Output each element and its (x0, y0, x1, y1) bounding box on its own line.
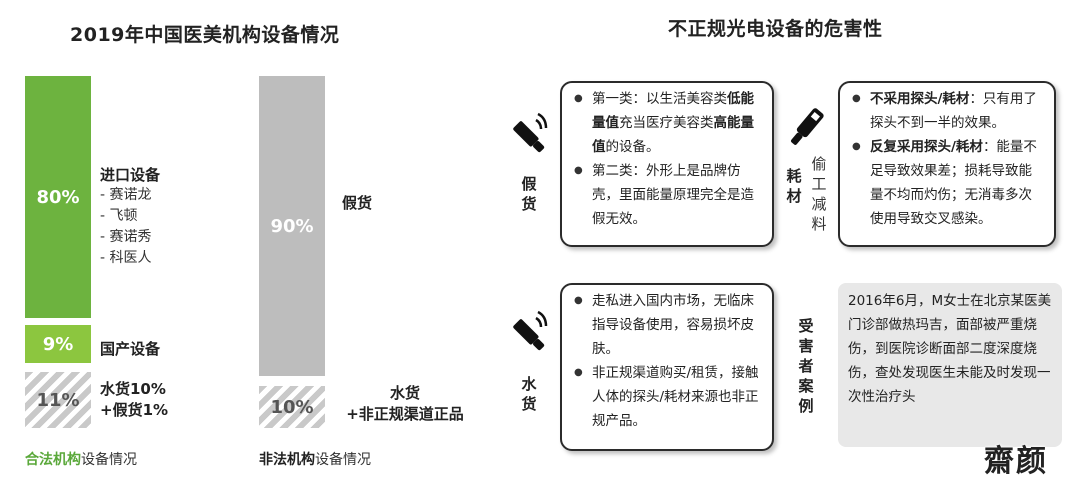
grey-label-1: 水货10% (100, 380, 166, 398)
fake-label: 假货 (342, 194, 373, 212)
other-legend: 水货 +非正规渠道正品 (330, 382, 480, 424)
label-char: 材 (786, 187, 802, 205)
illegal-caption-strong: 非法机构 (259, 452, 315, 468)
bar-grey-pct: 11% (36, 389, 80, 411)
import-label: 进口设备 (100, 166, 161, 184)
bar-domestic-pct: 9% (42, 333, 74, 355)
grey-legend: 水货10% +假货1% (100, 378, 168, 420)
right-title: 不正规光电设备的危害性 (668, 18, 883, 40)
consumables-vertical-label: 耗 材 (785, 166, 803, 206)
legal-caption-rest: 设备情况 (81, 452, 137, 468)
grey-label-2: +假货1% (100, 401, 169, 419)
text-bold: 反复采用探头/耗材 (870, 139, 983, 155)
grey-bullet-2: 非正规渠道购买/租赁，接触人体的探头/耗材来源也非正规产品。 (574, 361, 762, 433)
grey-bullet-1: 走私进入国内市场，无临床指导设备使用，容易损坏皮肤。 (574, 289, 762, 361)
grey-box: 走私进入国内市场，无临床指导设备使用，容易损坏皮肤。 非正规渠道购买/租赁，接触… (560, 283, 774, 451)
other-label-1: 水货 (389, 384, 420, 402)
bar-fake-pct: 90% (270, 215, 314, 237)
label-char: 例 (798, 397, 814, 415)
case-box: 2016年6月，M女士在北京某医美门诊部做热玛吉，面部被严重烧伤，到医院诊断面部… (838, 283, 1062, 447)
label-char: 者 (798, 357, 814, 375)
text: 的设备。 (605, 139, 660, 155)
legal-caption: 合法机构设备情况 (25, 449, 137, 469)
import-brand: - 飞顿 (100, 208, 138, 224)
left-title: 2019年中国医美机构设备情况 (70, 24, 340, 46)
text-bold: 低能量值 (592, 91, 754, 131)
bar-segment-import: 80% (25, 76, 91, 318)
label-char: 料 (811, 215, 827, 233)
label-char: 货 (521, 395, 537, 413)
fake-box: 第一类：以生活美容类低能量值充当医疗美容类高能量值的设备。 第二类：外形上是品牌… (560, 81, 774, 247)
legal-caption-strong: 合法机构 (25, 452, 81, 468)
legal-bar: 80% 9% 11% (25, 76, 91, 428)
text: ：能量不足导致效果差；损耗导致能量不均而灼伤；无消毒多次使用导致交叉感染。 (870, 139, 1037, 227)
fake-bullet-2: 第二类：外形上是品牌仿壳，里面能量原理完全是造假无效。 (574, 159, 762, 231)
handpiece-icon (513, 112, 548, 153)
fake-bullet-1: 第一类：以生活美容类低能量值充当医疗美容类高能量值的设备。 (574, 87, 762, 159)
label-char: 假 (521, 175, 537, 193)
bar-segment-grey: 11% (25, 372, 91, 428)
consumables-box: 不采用探头/耗材：只有用了探头不到一半的效果。 反复采用探头/耗材：能量不足导致… (838, 81, 1056, 247)
bar-import-pct: 80% (36, 186, 80, 208)
import-brand: - 赛诺龙 (100, 187, 152, 203)
bar-segment-domestic: 9% (25, 325, 91, 363)
text: 充当医疗美容类 (619, 115, 714, 131)
text-bold: 高能量值 (592, 115, 754, 155)
illegal-caption: 非法机构设备情况 (259, 449, 371, 469)
text: ：只有用了探头不到一半的效果。 (870, 91, 1037, 131)
label-char: 减 (811, 195, 827, 213)
label-char: 水 (521, 375, 537, 393)
label-char: 耗 (786, 167, 802, 185)
label-char: 工 (811, 175, 827, 193)
label-char: 害 (798, 337, 814, 355)
watermark-logo: 齋颜 (984, 444, 1048, 479)
label-char: 货 (521, 195, 537, 213)
bar-segment-fake: 90% (259, 76, 325, 376)
fake-vertical-label: 假 货 (520, 174, 538, 214)
consumables-bullet-1: 不采用探头/耗材：只有用了探头不到一半的效果。 (852, 87, 1044, 135)
bar-other-pct: 10% (270, 396, 314, 418)
import-brand: - 赛诺秀 (100, 229, 152, 245)
case-text: 2016年6月，M女士在北京某医美门诊部做热玛吉，面部被严重烧伤，到医院诊断面部… (848, 293, 1052, 405)
probe-icon (791, 108, 824, 145)
consumables-sub-label: 偷 工 减 料 (810, 154, 828, 234)
grey-vertical-label: 水 货 (520, 374, 538, 414)
illegal-bar: 90% 10% (259, 76, 325, 428)
illegal-caption-rest: 设备情况 (315, 452, 371, 468)
handpiece-icon (513, 310, 548, 351)
label-char: 偷 (811, 155, 827, 173)
text-bold: 不采用探头/耗材 (870, 91, 970, 107)
import-legend: 进口设备 - 赛诺龙 - 飞顿 - 赛诺秀 - 科医人 (100, 164, 160, 269)
bar-segment-other: 10% (259, 386, 325, 428)
consumables-bullet-2: 反复采用探头/耗材：能量不足导致效果差；损耗导致能量不均而灼伤；无消毒多次使用导… (852, 135, 1044, 231)
text: 第一类：以生活美容类 (592, 91, 727, 107)
domestic-label: 国产设备 (100, 340, 161, 358)
label-char: 受 (798, 317, 814, 335)
case-vertical-label: 受 害 者 案 例 (797, 316, 815, 416)
import-brand: - 科医人 (100, 250, 152, 266)
other-label-2: +非正规渠道正品 (346, 405, 464, 423)
label-char: 案 (798, 377, 814, 395)
